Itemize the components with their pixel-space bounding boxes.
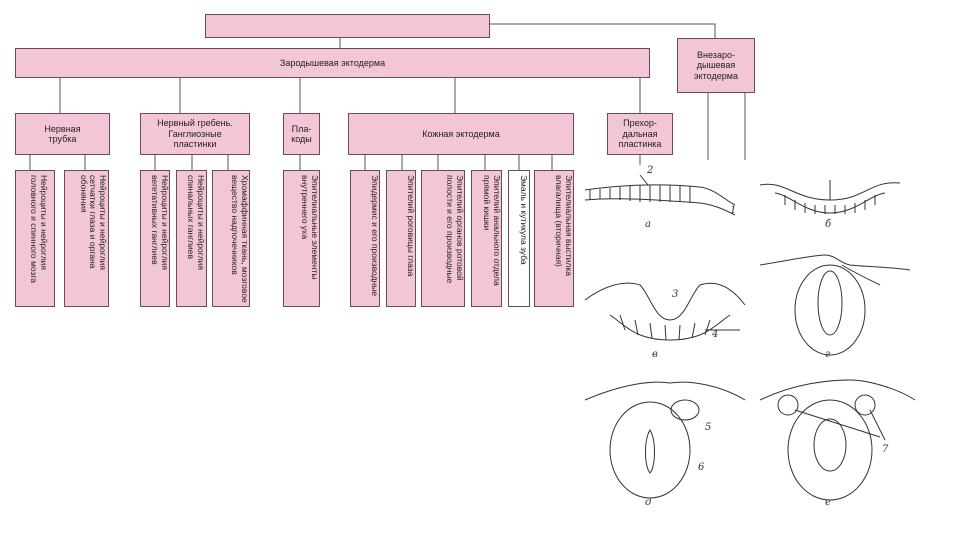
derivative-label: Хромаффинная ткань, мозговое вещество на… <box>230 175 249 305</box>
derivative-box-2: Нейроциты и нейроглия сетчатки глаза и о… <box>64 170 109 307</box>
prechordal-plate-label: Прехор- дальная пластинка <box>619 118 662 149</box>
derivative-box-4: Нейроциты и нейроглия спинальных ганглие… <box>176 170 207 307</box>
derivative-label: Нейроциты и нейроглия вегетативных гангл… <box>150 175 169 305</box>
part-number-5: 5 <box>705 422 711 433</box>
panel-a-drawing <box>585 175 735 215</box>
panel-g-drawing <box>760 255 910 355</box>
derivative-box-6: Эпителиальные элементы внутреннего уха <box>283 170 320 307</box>
derivative-label: Нейроциты и нейроглия спинальных ганглие… <box>186 175 205 305</box>
placodes-label: Пла- коды <box>291 124 312 145</box>
skin-ectoderm-box: Кожная эктодерма <box>348 113 574 155</box>
panel-v-drawing <box>585 283 745 340</box>
derivative-box-12: Эпителиальная выстилка влагалища (вторич… <box>534 170 574 307</box>
panel-label-b: б <box>825 219 832 230</box>
derivative-box-10: Эпителий анального отдела прямой кишки <box>471 170 502 307</box>
extraembryonic-ectoderm-label: Внезаро- дышевая эктодерма <box>694 50 738 81</box>
derivative-label: Эпителиальные элементы внутреннего уха <box>300 175 319 305</box>
derivative-box-7: Эпидермис и его производные <box>350 170 380 307</box>
derivative-label: Эпидермис и его производные <box>369 175 379 305</box>
part-number-6: 6 <box>698 462 705 473</box>
neural-tube-box: Нервная трубка <box>15 113 110 155</box>
placodes-box: Пла- коды <box>283 113 320 155</box>
derivative-box-5: Хромаффинная ткань, мозговое вещество на… <box>212 170 250 307</box>
panel-label-g: г <box>825 349 830 360</box>
panel-label-v: в <box>652 349 658 360</box>
part-number-1: 1 <box>730 205 736 216</box>
part-number-4: 4 <box>711 329 718 340</box>
derivative-label: Эпителий органов ротовой полости и его п… <box>445 175 464 305</box>
panel-label-a: а <box>645 219 651 230</box>
derivative-label: Нейроциты и нейроглия сетчатки глаза и о… <box>78 175 107 305</box>
derivative-box-3: Нейроциты и нейроглия вегетативных гангл… <box>140 170 170 307</box>
part-number-2: 2 <box>646 165 653 176</box>
panel-d-drawing <box>585 382 745 498</box>
derivative-box-11: Эмаль и кутикула зуба <box>508 170 530 307</box>
neurulation-figure: а б в г д е 1 2 3 4 5 6 7 <box>580 155 920 515</box>
embryonic-ectoderm-label: Зародышевая эктодерма <box>280 58 385 68</box>
derivative-label: Эпителиальная выстилка влагалища (вторич… <box>554 175 573 305</box>
panel-b-drawing <box>760 180 900 214</box>
derivative-label: Эмаль и кутикула зуба <box>518 175 528 305</box>
part-number-7: 7 <box>882 444 889 455</box>
panel-label-d: д <box>645 497 651 508</box>
neural-crest-box: Нервный гребень. Ганглиозные пластинки <box>140 113 250 155</box>
skin-ectoderm-label: Кожная эктодерма <box>422 129 499 139</box>
derivative-label: Нейроциты и нейроглия головного и спинно… <box>29 175 48 305</box>
neural-tube-label: Нервная трубка <box>44 124 80 145</box>
derivative-label: Эпителий роговицы глаза <box>405 175 415 305</box>
root-box <box>205 14 490 38</box>
derivative-label: Эпителий анального отдела прямой кишки <box>482 175 501 305</box>
derivative-box-1: Нейроциты и нейроглия головного и спинно… <box>15 170 55 307</box>
derivative-box-9: Эпителий органов ротовой полости и его п… <box>421 170 465 307</box>
prechordal-plate-box: Прехор- дальная пластинка <box>607 113 673 155</box>
neural-crest-label: Нервный гребень. Ганглиозные пластинки <box>157 118 233 149</box>
panel-e-drawing <box>760 380 915 500</box>
extraembryonic-ectoderm-box: Внезаро- дышевая эктодерма <box>677 38 755 93</box>
embryonic-ectoderm-box: Зародышевая эктодерма <box>15 48 650 78</box>
part-number-3: 3 <box>672 289 678 300</box>
panel-label-e: е <box>825 497 831 508</box>
derivative-box-8: Эпителий роговицы глаза <box>386 170 416 307</box>
